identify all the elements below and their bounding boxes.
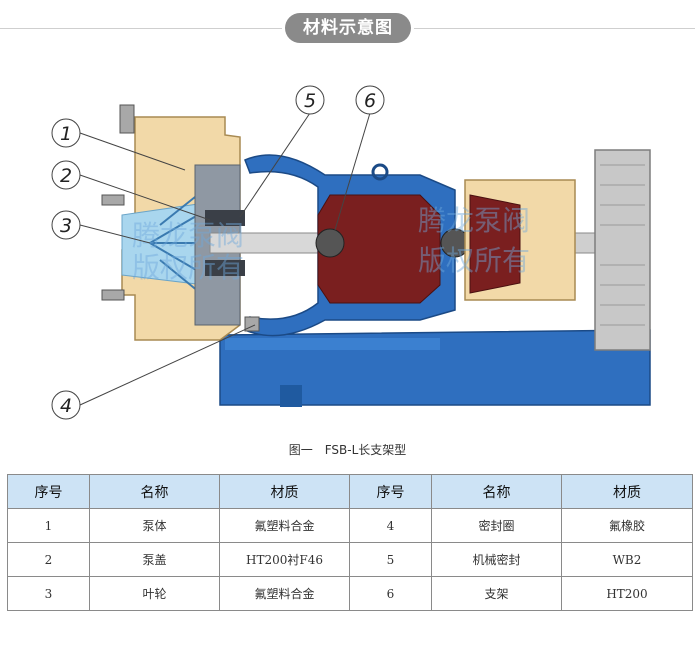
- base-foot: [280, 385, 302, 407]
- mechanical-seal-upper: [205, 210, 245, 226]
- header-material-2: 材质: [561, 474, 693, 509]
- header-rule-left: [0, 28, 282, 29]
- callout-1-label: 1: [60, 123, 72, 145]
- table-cell: 氟塑料合金: [219, 576, 350, 611]
- table-cell: WB2: [561, 542, 693, 577]
- table-row: 1 泵体 氟塑料合金 4 密封圈 氟橡胶: [7, 508, 693, 543]
- header-name-2: 名称: [431, 474, 562, 509]
- section-title: 材料示意图: [285, 13, 411, 43]
- coupling-hub: [469, 194, 521, 294]
- motor-fins: [600, 164, 645, 326]
- table-cell: 密封圈: [431, 508, 562, 543]
- bearing-front: [315, 228, 345, 258]
- table-cell: 2: [7, 542, 90, 577]
- table-cell: 氟塑料合金: [219, 508, 350, 543]
- callout-6-label: 6: [364, 90, 376, 112]
- callout-3-label: 3: [60, 215, 72, 237]
- watermark-line-2-left: 版权所有: [132, 251, 244, 284]
- header-index-2: 序号: [349, 474, 432, 509]
- callout-leaders: [79, 112, 371, 406]
- table-cell: 泵体: [89, 508, 220, 543]
- table-cell: 泵盖: [89, 542, 220, 577]
- callout-1: 1: [51, 118, 81, 148]
- table-row: 2 泵盖 HT200衬F46 5 机械密封 WB2: [7, 542, 693, 577]
- callout-2: 2: [51, 160, 81, 190]
- table-cell: 4: [349, 508, 432, 543]
- table-cell: HT200衬F46: [219, 542, 350, 577]
- header-rule-right: [414, 28, 695, 29]
- materials-table: 序号 名称 材质 序号 名称 材质 1 泵体 氟塑料合金 4 密封圈 氟橡胶 2…: [7, 474, 693, 611]
- callout-2-label: 2: [60, 165, 72, 187]
- table-cell: HT200: [561, 576, 693, 611]
- watermark-line-1-left: 腾龙泵阀: [132, 219, 244, 252]
- table-cell: 支架: [431, 576, 562, 611]
- watermark: 腾龙泵阀 版权所有 腾龙泵阀 版权所有: [132, 204, 530, 284]
- table-cell: 叶轮: [89, 576, 220, 611]
- lifting-eye: [371, 163, 389, 181]
- table-header-row: 序号 名称 材质 序号 名称 材质: [7, 474, 693, 509]
- callout-4: 4: [51, 390, 81, 420]
- callout-4-label: 4: [60, 395, 72, 417]
- table-cell: 机械密封: [431, 542, 562, 577]
- callout-5-label: 5: [304, 90, 316, 112]
- mechanical-seal-lower: [205, 260, 245, 276]
- watermark-line-1-right: 腾龙泵阀: [418, 204, 530, 237]
- casing-bolts: [101, 104, 260, 332]
- callout-6: 6: [355, 85, 385, 115]
- motor: [594, 149, 651, 351]
- table-cell: 6: [349, 576, 432, 611]
- base-top-rail: [225, 338, 440, 350]
- callout-3: 3: [51, 210, 81, 240]
- table-cell: 5: [349, 542, 432, 577]
- pump-cross-section-diagram: 腾龙泵阀 版权所有 腾龙泵阀 版权所有 1 2 3 4 5 6: [51, 85, 651, 420]
- callout-5: 5: [295, 85, 325, 115]
- header-material-1: 材质: [219, 474, 350, 509]
- table-cell: 3: [7, 576, 90, 611]
- table-cell: 1: [7, 508, 90, 543]
- watermark-line-2-right: 版权所有: [418, 244, 530, 277]
- header-name-1: 名称: [89, 474, 220, 509]
- table-row: 3 叶轮 氟塑料合金 6 支架 HT200: [7, 576, 693, 611]
- header-index-1: 序号: [7, 474, 90, 509]
- table-cell: 氟橡胶: [561, 508, 693, 543]
- figure-caption: 图一 FSB-L长支架型: [288, 443, 407, 457]
